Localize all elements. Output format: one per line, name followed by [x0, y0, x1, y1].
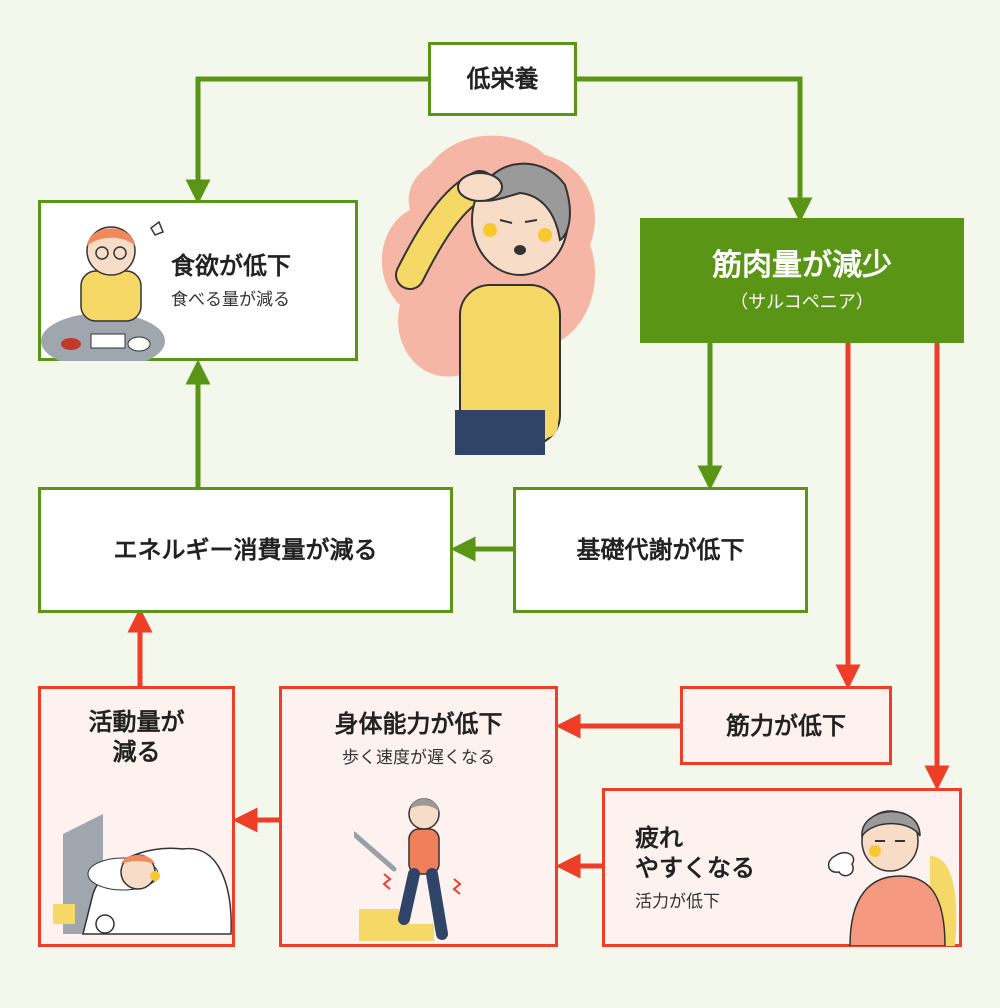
node-strength-title: 筋力が低下	[726, 711, 846, 740]
node-physical-sub: 歩く速度が遅くなる	[342, 748, 495, 768]
node-malnutrition: 低栄養	[428, 42, 577, 116]
node-fatigue-sub: 活力が低下	[635, 892, 720, 912]
node-activity-title-line2: 減る	[112, 738, 161, 766]
node-activity-title-line1: 活動量が	[88, 708, 185, 736]
node-fatigue: 疲れ やすくなる 活力が低下	[602, 788, 962, 947]
node-appetite-sub: 食べる量が減る	[171, 290, 290, 310]
arrow-malnutrition-to-muscle	[577, 76, 813, 223]
node-metabolism: 基礎代謝が低下	[513, 487, 808, 613]
sleeping-person-icon	[53, 814, 232, 935]
appetite-person-icon	[41, 220, 165, 361]
node-appetite-title: 食欲が低下	[171, 252, 291, 280]
node-fatigue-title-line2: やすくなる	[635, 854, 755, 882]
node-physical: 身体能力が低下 歩く速度が遅くなる	[279, 686, 558, 947]
node-activity: 活動量が 減る	[38, 686, 235, 947]
node-strength: 筋力が低下	[680, 686, 892, 765]
arrow-malnutrition-to-appetite	[185, 76, 428, 205]
walking-cane-person-icon	[354, 798, 462, 941]
node-physical-title: 身体能力が低下	[334, 710, 503, 738]
node-fatigue-title-line1: 疲れ	[635, 824, 683, 852]
node-appetite: 食欲が低下 食べる量が減る	[38, 200, 358, 361]
node-metabolism-title: 基礎代謝が低下	[576, 536, 745, 564]
node-malnutrition-title: 低栄養	[466, 65, 539, 93]
dizzy-person-icon	[381, 135, 596, 455]
node-muscle-mass-sub: （サルコペニア）	[730, 292, 874, 314]
node-energy: エネルギー消費量が減る	[38, 487, 453, 613]
tired-person-icon	[827, 810, 957, 946]
node-muscle-mass-title: 筋肉量が減少	[712, 247, 892, 283]
node-energy-title: エネルギー消費量が減る	[113, 536, 378, 564]
node-muscle-mass: 筋肉量が減少 （サルコペニア）	[640, 218, 964, 343]
